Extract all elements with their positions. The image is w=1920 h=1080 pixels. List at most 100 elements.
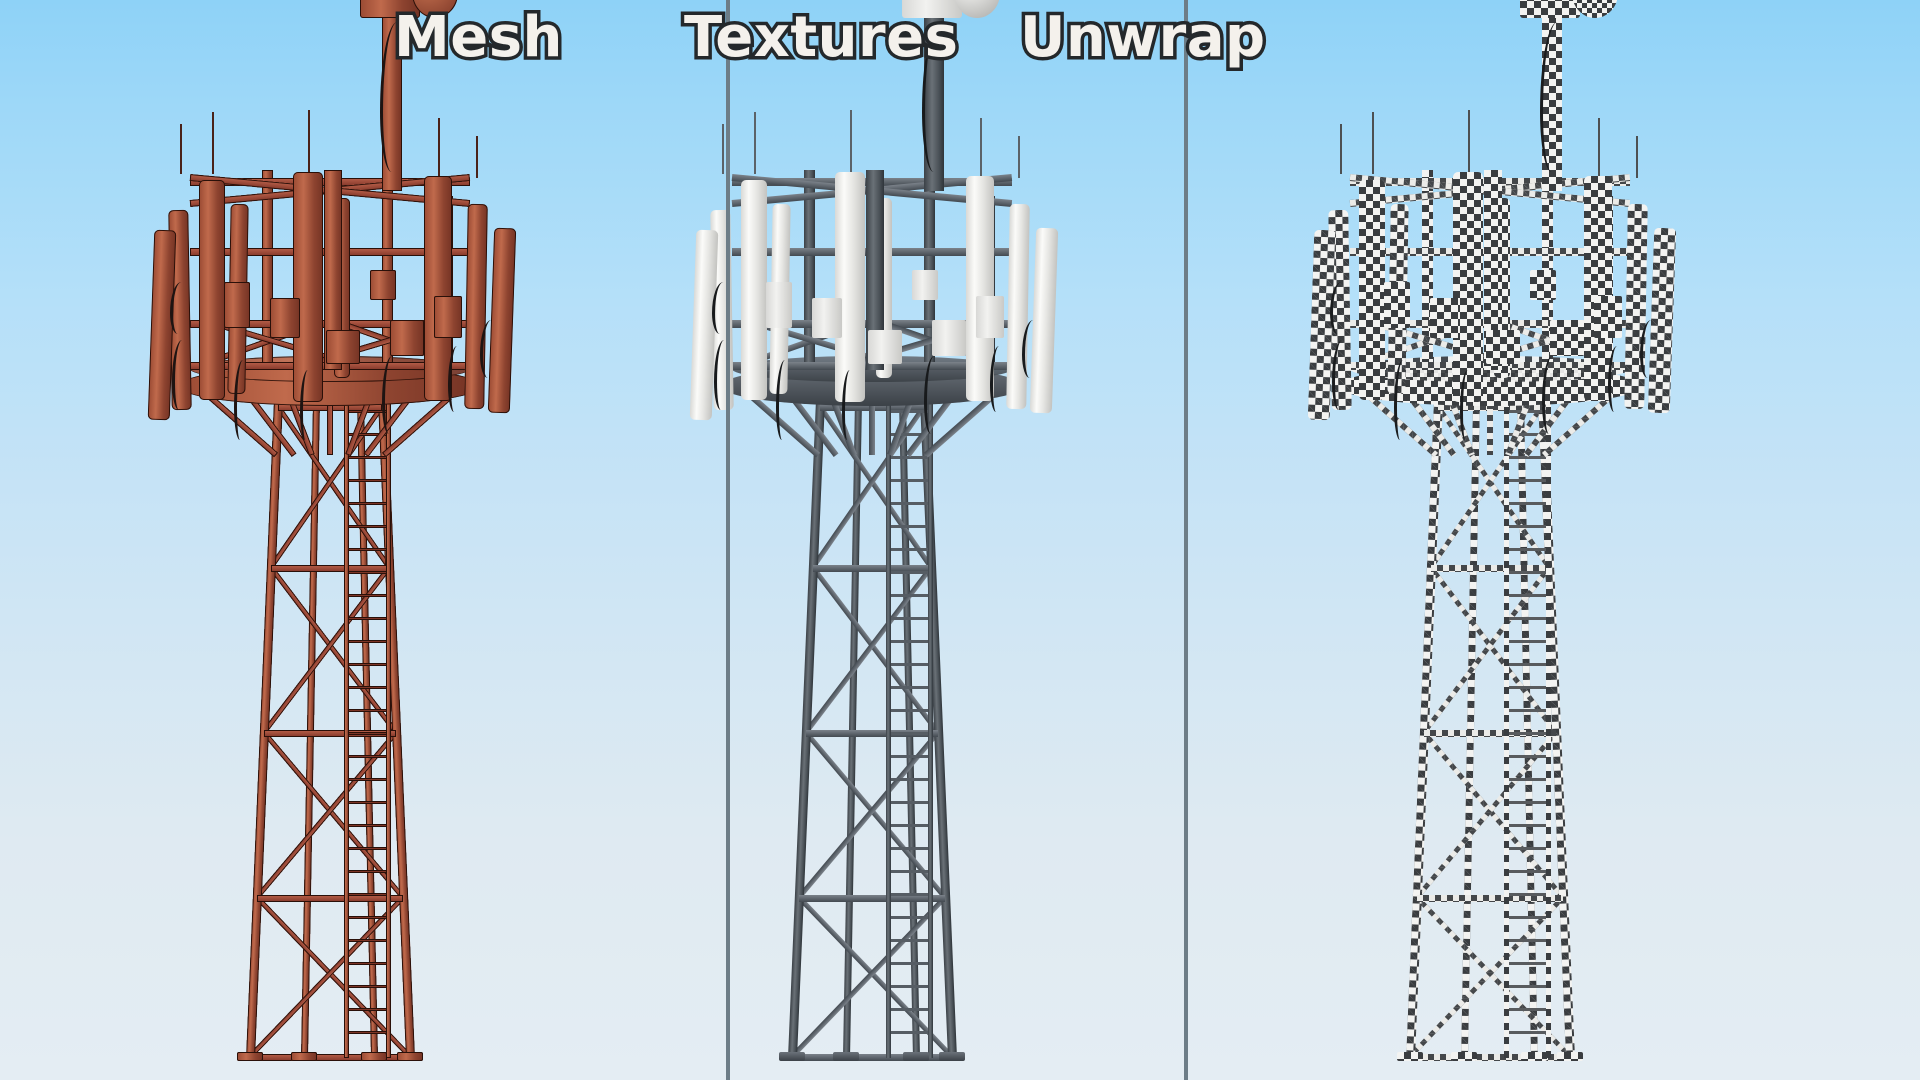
mast-leg [898, 399, 920, 1059]
rru-radio-unit [1530, 270, 1556, 300]
ladder-rung [348, 686, 387, 689]
coax-cable [1640, 320, 1659, 378]
ladder-rung [890, 433, 929, 436]
ladder-rung [890, 801, 929, 804]
coax-cable [480, 320, 499, 378]
base-footing [939, 1052, 965, 1061]
ladder-rung [1508, 893, 1547, 896]
mast-diagonal-brace [1435, 405, 1552, 569]
coax-cable [1608, 346, 1623, 412]
ladder-rail-right [386, 400, 391, 1058]
mast-belt [1416, 895, 1564, 902]
ladder-rung [890, 502, 929, 505]
ladder-rung [348, 824, 387, 827]
ladder-rung [348, 640, 387, 643]
sector-panel-antenna [1359, 180, 1385, 400]
base-footing [397, 1052, 423, 1061]
rru-radio-unit [932, 320, 966, 356]
mast-belt [1410, 1054, 1570, 1061]
mast-belt [250, 1054, 410, 1061]
ladder-rung [348, 433, 387, 436]
coax-cable [170, 282, 189, 334]
ladder-rung [890, 847, 929, 850]
whip-antenna [476, 136, 478, 178]
sector-panel-antenna [1453, 172, 1483, 402]
ladder-rung [1508, 939, 1547, 942]
ladder-rung [890, 824, 929, 827]
headframe-post [1422, 170, 1433, 370]
coax-cable [712, 282, 731, 334]
mast-diagonal-brace [817, 405, 934, 569]
panel-unwrap [1190, 0, 1920, 1080]
coax-cable [1394, 360, 1409, 440]
ladder-rung [348, 1031, 387, 1034]
headframe-post [262, 170, 273, 370]
rru-radio-unit [1430, 298, 1460, 338]
ladder-rung [890, 709, 929, 712]
sector-panel-antenna [741, 180, 767, 400]
coax-cable [714, 340, 731, 410]
ladder-rung [1508, 709, 1547, 712]
ladder-rung [1508, 663, 1547, 666]
mast-leg [1405, 399, 1443, 1059]
ladder-rung [890, 686, 929, 689]
mast-belt [805, 730, 939, 737]
ladder-rail-left [1504, 400, 1509, 1058]
mast-leg [1537, 399, 1575, 1059]
ladder-rung [890, 1031, 929, 1034]
ladder-rung [890, 571, 929, 574]
rru-radio-unit [390, 320, 424, 356]
coax-cable [234, 360, 249, 440]
mast-belt [798, 895, 946, 902]
mast-belt [1423, 730, 1557, 737]
ladder-rung [1508, 985, 1547, 988]
ladder-rung [1508, 686, 1547, 689]
mast-leg [245, 399, 283, 1059]
whip-antenna [980, 118, 982, 176]
microwave-dish-shroud [360, 0, 420, 18]
ladder-rung [348, 985, 387, 988]
whip-antenna [1468, 110, 1470, 172]
ladder-rung [1508, 525, 1547, 528]
sector-panel-antenna [424, 176, 452, 401]
mast-belt [1430, 565, 1549, 572]
sector-panel-antenna [1624, 203, 1648, 410]
headframe-post [866, 170, 884, 370]
ladder-rung [1508, 962, 1547, 965]
sector-panel-antenna [966, 176, 994, 401]
mast-belt [792, 1054, 952, 1061]
sector-panel-antenna [1584, 176, 1612, 401]
base-footing [779, 1052, 805, 1061]
rru-radio-unit [1384, 282, 1410, 328]
ladder-rung [890, 778, 929, 781]
headframe-post [1484, 170, 1502, 370]
microwave-dish-shroud [1520, 0, 1580, 18]
ladder-rung [890, 870, 929, 873]
panel-divider-1 [726, 0, 730, 1080]
whip-antenna [850, 110, 852, 172]
base-footing [903, 1052, 929, 1061]
ladder-rung [890, 594, 929, 597]
ladder-rung [348, 847, 387, 850]
ladder-rung [1508, 824, 1547, 827]
base-footing [361, 1052, 387, 1061]
mast-belt [263, 730, 397, 737]
whip-antenna [438, 118, 440, 176]
ladder-rung [890, 985, 929, 988]
ladder-rung [1508, 433, 1547, 436]
ladder-rung [348, 525, 387, 528]
sector-panel-antenna [1006, 203, 1030, 410]
ladder-rail-left [886, 400, 891, 1058]
ladder-rung [348, 594, 387, 597]
whip-antenna [1340, 124, 1342, 174]
base-footing [1521, 1052, 1547, 1061]
whip-antenna [1636, 136, 1638, 178]
mast-leg [377, 399, 415, 1059]
ladder-rung [890, 916, 929, 919]
ladder-rung [348, 962, 387, 965]
mast-leg [356, 399, 378, 1059]
mast-leg [787, 399, 825, 1059]
ladder-rung [348, 778, 387, 781]
ladder-rung [1508, 801, 1547, 804]
base-footing [1397, 1052, 1423, 1061]
